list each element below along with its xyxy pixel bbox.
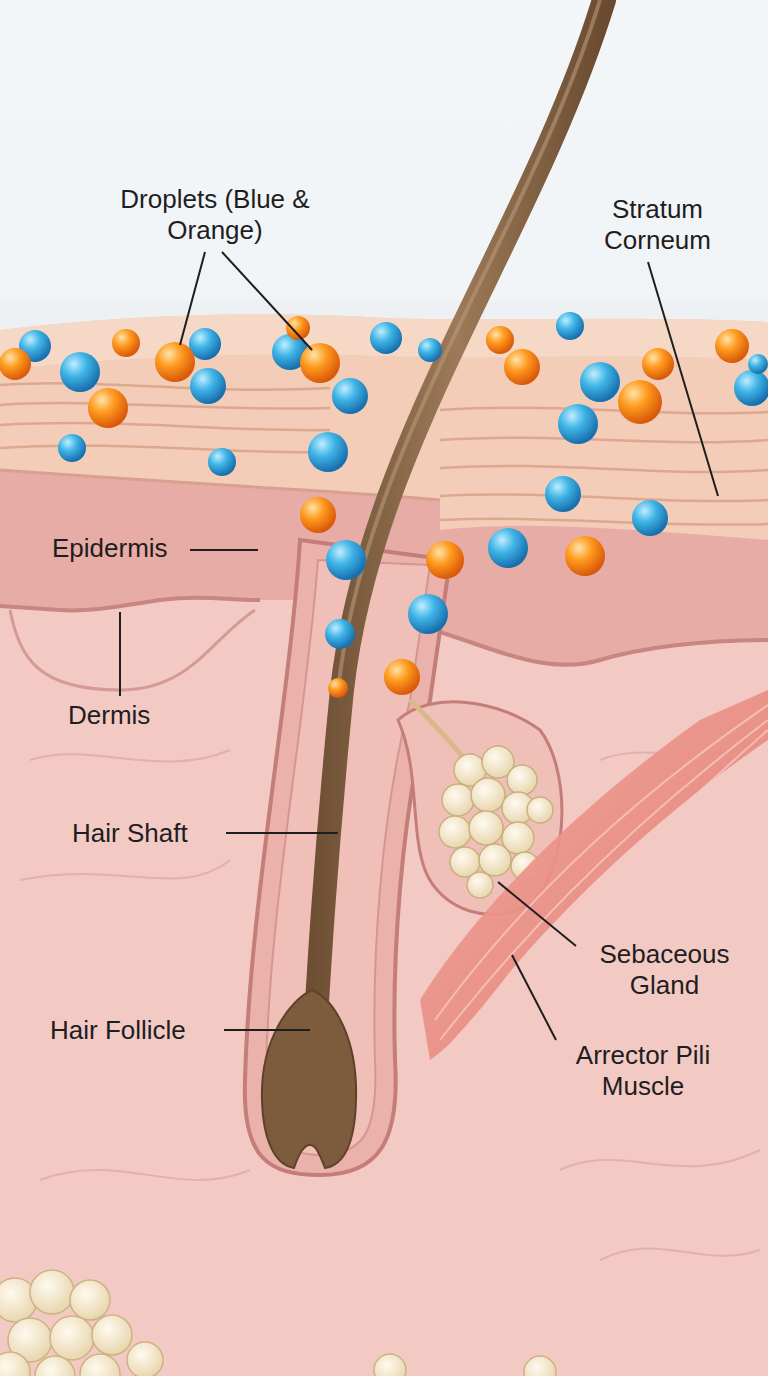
part-label: Droplets (Blue & Orange) (90, 184, 340, 245)
part-label: Arrector Pili Muscle (548, 1040, 738, 1101)
part-label: Stratum Corneum (570, 194, 745, 255)
part-label: Hair Shaft (72, 818, 188, 849)
part-label: Hair Follicle (50, 1015, 186, 1046)
part-label: Epidermis (52, 533, 168, 564)
part-label: Sebaceous Gland (567, 939, 762, 1000)
part-label: Dermis (68, 700, 150, 731)
